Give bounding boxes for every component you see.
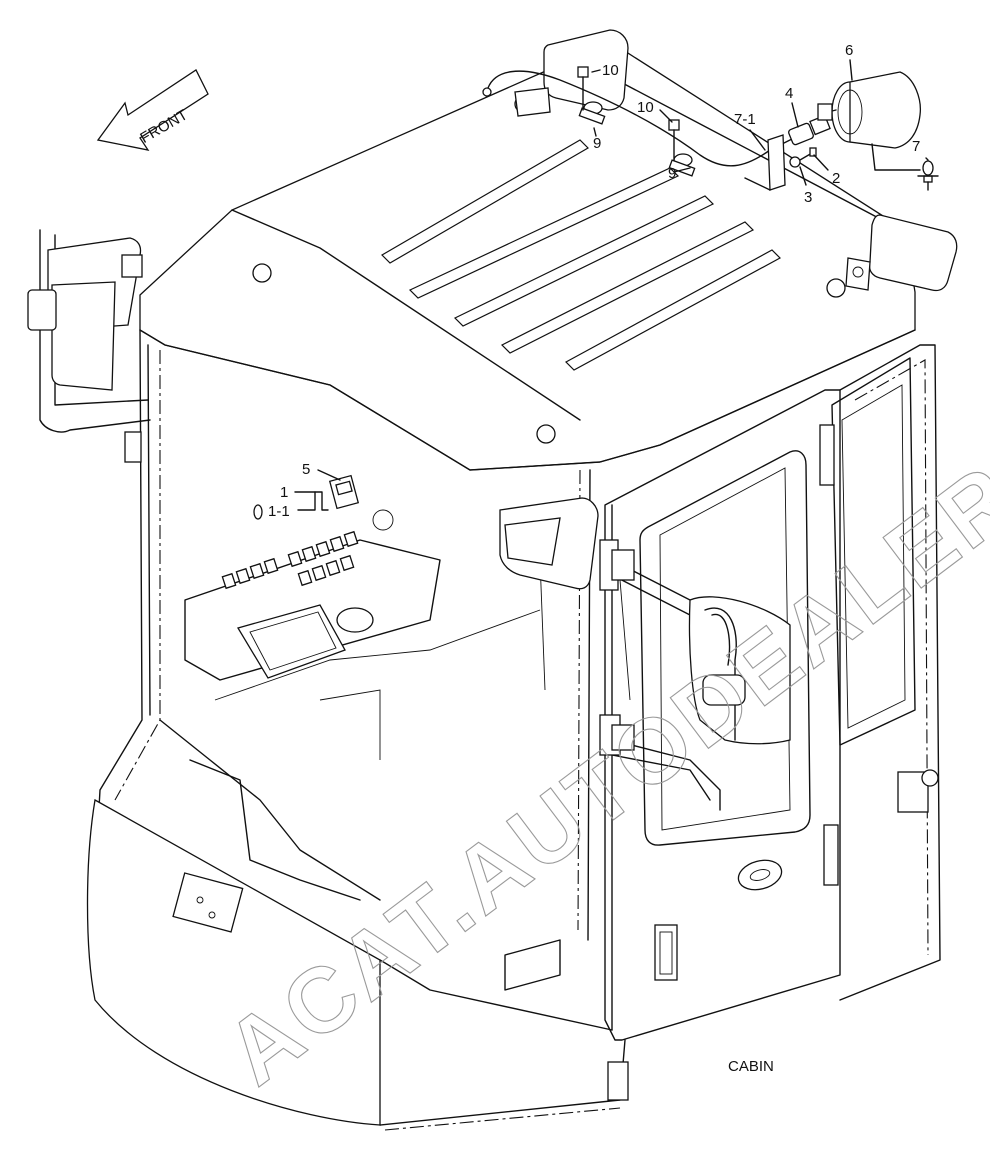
callout-10-top: 10 <box>602 62 619 79</box>
callout-2: 5 <box>302 461 310 478</box>
callout-7-1: 7 <box>912 138 920 155</box>
callout-3: 4 <box>785 85 793 102</box>
cab-body <box>27 29 958 1131</box>
roof-slots <box>381 139 781 371</box>
callout-labels: 10 10 9 9 7-1 4 6 7 2 3 5 1 1-1 CABIN <box>268 42 920 1075</box>
callout-9-top: 9 <box>593 135 601 152</box>
switch-panel <box>221 530 359 590</box>
callout-1: 1 <box>280 484 288 501</box>
left-mirror <box>27 229 151 463</box>
callout-5: 2 <box>832 170 840 187</box>
callout-6: 7-1 <box>734 111 756 128</box>
lamp-7-icon <box>817 71 921 149</box>
callout-9-mid: 9 <box>668 165 676 182</box>
front-arrow-icon: FRONT <box>96 69 209 151</box>
callout-1-1: 1-1 <box>268 503 290 520</box>
callout-10-mid: 10 <box>637 99 654 116</box>
callout-7: 6 <box>845 42 853 59</box>
door-mirror <box>599 539 791 811</box>
bulb-7-1-icon <box>871 143 939 191</box>
callout-4: 3 <box>804 189 812 206</box>
callout-leaders <box>294 59 929 511</box>
cabin-label: CABIN <box>728 1058 774 1075</box>
lamp-harness <box>253 66 939 520</box>
rear-work-lamp <box>845 214 958 292</box>
bolt-10-icons <box>577 66 680 161</box>
center-mirror <box>499 497 599 590</box>
